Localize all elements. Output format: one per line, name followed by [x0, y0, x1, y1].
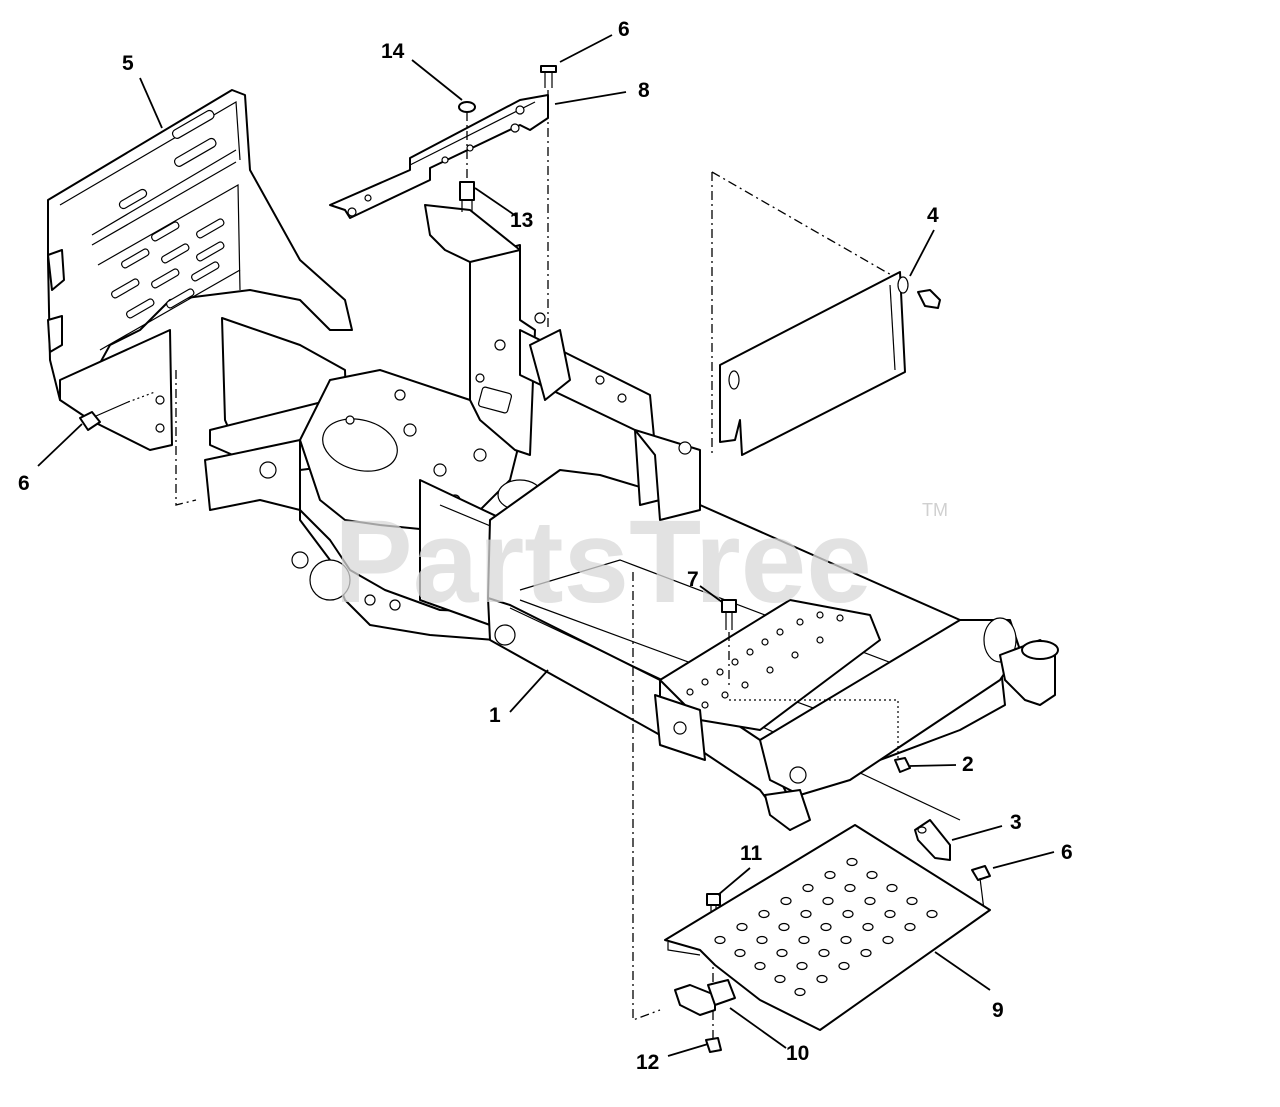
- foot-plate-hole: [802, 883, 814, 893]
- foot-plate-hole: [884, 909, 896, 919]
- callout-7: 7: [687, 568, 699, 591]
- part-5-seat-panel: [47, 89, 353, 451]
- foot-plate-hole: [860, 948, 872, 958]
- foot-plate-hole: [906, 896, 918, 906]
- foot-plate-hole: [864, 896, 876, 906]
- part-4-side-panel: [711, 171, 909, 456]
- foot-plate-hole: [714, 935, 726, 945]
- trademark-symbol: TM: [922, 500, 948, 520]
- callout-1: 1: [489, 704, 501, 727]
- callout-4: 4: [927, 204, 939, 227]
- foot-plate-hole: [822, 896, 834, 906]
- leader-lines: [37, 34, 1055, 1057]
- foot-plate-hole: [736, 922, 748, 932]
- watermark-text: PartsTree: [334, 496, 872, 628]
- callout-10: 10: [786, 1042, 809, 1065]
- foot-plate-hole: [926, 909, 938, 919]
- foot-plate-hole: [886, 883, 898, 893]
- callout-11: 11: [740, 842, 763, 865]
- foot-plate-hole: [734, 948, 746, 958]
- callout-3: 3: [1010, 811, 1022, 834]
- foot-plate-hole: [800, 909, 812, 919]
- callout-8: 8: [638, 79, 650, 102]
- callout-6-left: 6: [18, 472, 30, 495]
- foot-plate-hole: [862, 922, 874, 932]
- foot-plate-hole: [794, 987, 806, 997]
- foot-plate-hole: [756, 935, 768, 945]
- part-8-upper-bracket: [329, 94, 549, 219]
- foot-plate-hole: [824, 870, 836, 880]
- callout-6-top: 6: [618, 18, 630, 41]
- foot-plate-hole: [838, 961, 850, 971]
- callout-9: 9: [992, 999, 1004, 1022]
- callout-6-right: 6: [1061, 841, 1073, 864]
- foot-plate-hole: [846, 857, 858, 867]
- foot-plate-hole: [820, 922, 832, 932]
- foot-plate-hole: [758, 909, 770, 919]
- foot-plate-hole: [818, 948, 830, 958]
- foot-plate-hole: [840, 935, 852, 945]
- callout-12: 12: [636, 1051, 659, 1074]
- foot-plate-hole: [798, 935, 810, 945]
- foot-plate-hole: [844, 883, 856, 893]
- foot-plate-hole: [778, 922, 790, 932]
- watermark: PartsTree TM: [334, 496, 948, 628]
- foot-plate-hole: [882, 935, 894, 945]
- foot-plate-hole: [754, 961, 766, 971]
- part-9-foot-plate: [664, 824, 991, 1031]
- foot-plate-hole: [780, 896, 792, 906]
- part-1-main-frame: [204, 204, 1059, 831]
- foot-plate-hole: [842, 909, 854, 919]
- part-10-lower-bracket: [674, 979, 736, 1016]
- callout-2: 2: [962, 753, 974, 776]
- foot-plate-hole: [796, 961, 808, 971]
- callout-5: 5: [122, 52, 134, 75]
- callout-14: 14: [381, 40, 405, 63]
- foot-plate-hole: [774, 974, 786, 984]
- callout-labels: 5 14 6 8 13 4 6 7 1 2 3 6 11 9 10 12: [18, 18, 1073, 1074]
- foot-plate-hole: [904, 922, 916, 932]
- callout-13: 13: [510, 209, 533, 232]
- foot-plate-hole: [776, 948, 788, 958]
- foot-plate-hole: [866, 870, 878, 880]
- foot-plate-hole: [816, 974, 828, 984]
